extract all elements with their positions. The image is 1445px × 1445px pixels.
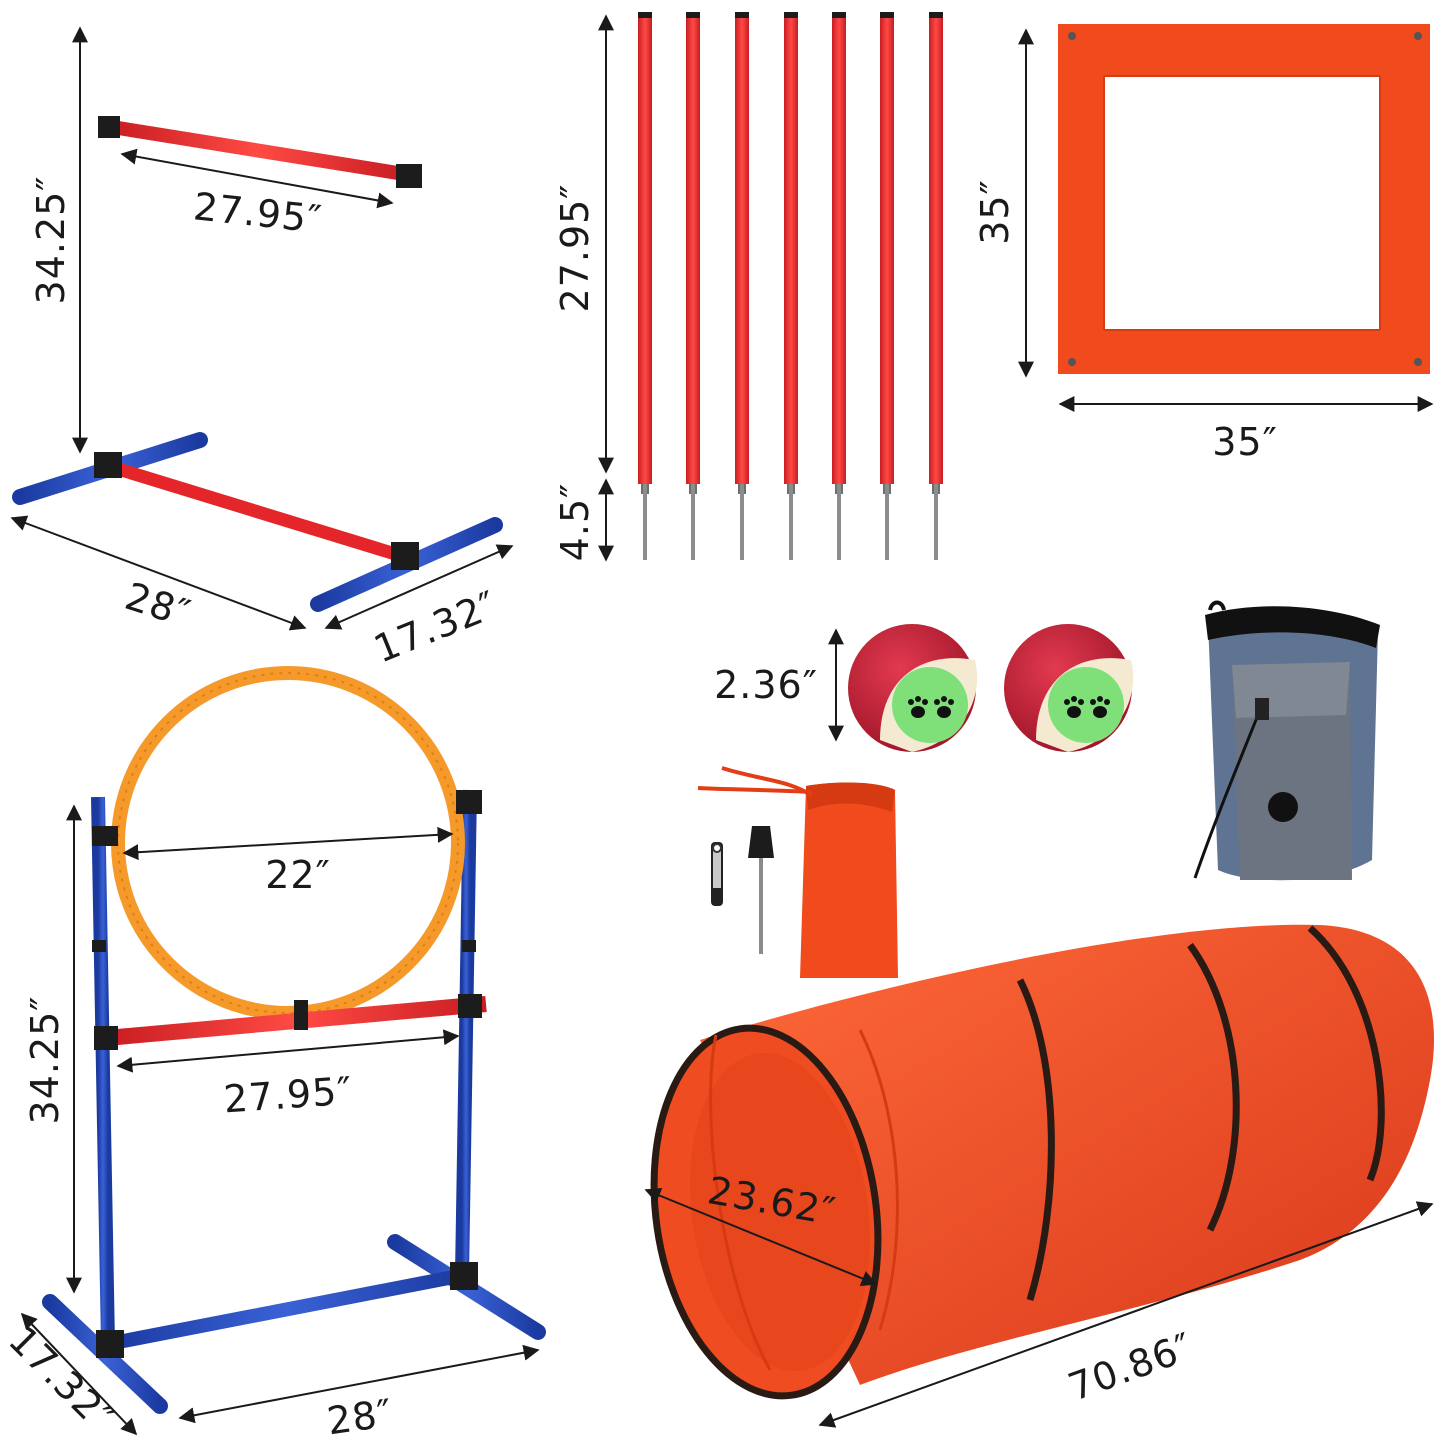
agility-tunnel: 23.62″ 70.86″ [644, 924, 1435, 1428]
hurdle-base-depth-label: 17.32″ [368, 582, 504, 671]
hurdle-clip-right [396, 164, 422, 188]
hoop-bar-label: 27.95″ [222, 1069, 354, 1122]
tennis-ball [1004, 624, 1134, 752]
weave-pole [735, 12, 749, 560]
pole-spike-label: 4.5″ [553, 483, 597, 562]
hurdle-jump: 34.25″ 27.95″ 28″ 17.32″ [10, 10, 514, 671]
accessories [697, 766, 898, 978]
hurdle-top-bar [110, 120, 406, 181]
hurdle-height-label: 34.25″ [29, 176, 73, 305]
treat-pouch [1193, 600, 1380, 881]
grommet-icon [1068, 32, 1076, 40]
hoop-base-length-label: 28″ [324, 1391, 395, 1444]
hoop-base-depth-arrow [20, 1312, 138, 1436]
hurdle-bar-label: 27.95″ [191, 184, 324, 241]
weave-pole [929, 12, 943, 560]
grommet-icon [1068, 358, 1076, 366]
hurdle-base-depth-arrow [324, 544, 514, 630]
hoop-bottom-bar [106, 1268, 466, 1351]
hoop-height-label: 34.25″ [23, 996, 67, 1125]
ball-label: 2.36″ [714, 663, 818, 707]
tennis-balls: 2.36″ [714, 624, 1134, 752]
grommet-icon [1414, 32, 1422, 40]
weave-pole [832, 12, 846, 560]
stake-icon [748, 826, 774, 954]
grommet-icon [1414, 358, 1422, 366]
hoop-upright-right [455, 789, 477, 1276]
hurdle-clip-left [98, 116, 120, 138]
hurdle-tee-left [94, 452, 122, 478]
hoop-jump: 22″ 34.25″ 27.95″ 17.32″ 28″ [0, 666, 546, 1444]
pause-height-label: 35″ [973, 179, 1017, 245]
hoop-base-length-arrow [178, 1344, 540, 1424]
hurdle-base-length-arrow [10, 515, 307, 631]
weave-pole [880, 12, 894, 560]
pause-box: 35″ 35″ [973, 24, 1434, 464]
hoop-upright-left [91, 796, 115, 1345]
paw-icon [1064, 696, 1110, 718]
weave-poles: 27.95″ 4.5″ [553, 12, 943, 562]
hoop-diameter-label: 22″ [265, 853, 331, 897]
tunnel-length-arrow [818, 1201, 1434, 1428]
tunnel-length-label: 70.86″ [1063, 1324, 1199, 1409]
hoop-bar-arrow [116, 1029, 460, 1073]
whistle-icon [711, 842, 723, 906]
weave-pole [784, 12, 798, 560]
hurdle-bottom-bar [108, 461, 412, 564]
paw-icon [908, 696, 954, 718]
hurdle-tee-right [391, 542, 419, 570]
pause-width-label: 35″ [1212, 420, 1278, 464]
storage-bag [697, 766, 898, 978]
hurdle-bar-arrow [120, 148, 394, 209]
pause-box-frame [1058, 24, 1430, 374]
pouch-button-icon [1268, 792, 1298, 822]
pole-height-label: 27.95″ [553, 184, 597, 313]
weave-pole [686, 12, 700, 560]
tennis-ball [848, 624, 978, 752]
weave-pole [638, 12, 652, 560]
hoop-diameter-arrow [122, 826, 454, 861]
